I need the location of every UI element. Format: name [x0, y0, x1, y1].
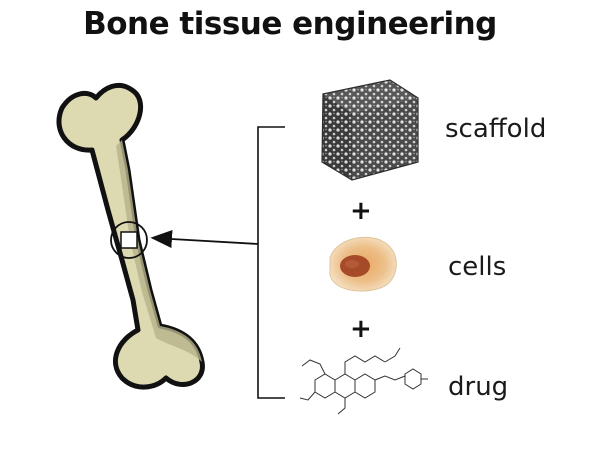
label-drug: drug: [448, 372, 509, 402]
bone-illustration: [56, 83, 205, 390]
plus-sign-2: +: [350, 314, 372, 344]
bone-zoom-circle: [110, 221, 148, 259]
diagram-title: Bone tissue engineering: [83, 6, 497, 42]
scaffold-image: [321, 79, 419, 181]
label-scaffold: scaffold: [445, 114, 547, 144]
bone-sample-square: [120, 231, 138, 249]
plus-sign-1: +: [350, 196, 372, 226]
bone-shadow: [116, 140, 202, 362]
arrow-to-bone: [150, 230, 259, 249]
bracket-connector: [150, 126, 285, 399]
drug-structure-image: [299, 347, 428, 415]
label-cells: cells: [448, 252, 507, 282]
cell-image: [329, 236, 397, 292]
